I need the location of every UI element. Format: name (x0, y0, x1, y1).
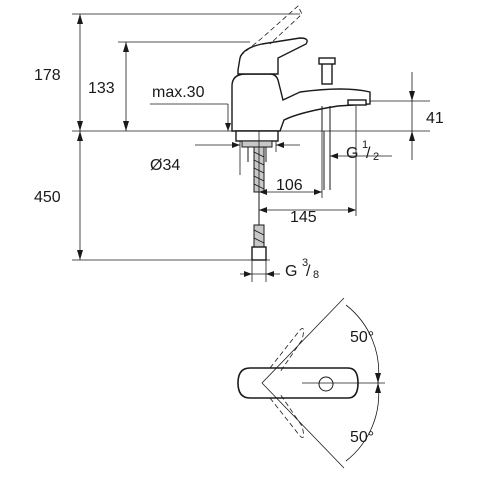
rotation-upper-angle: 50° (350, 329, 374, 346)
dim-lever-height: 133 (88, 80, 115, 97)
dim-hole-diameter: Ø34 (150, 157, 180, 174)
dim-connection-half-den: 2 (373, 151, 379, 163)
dim-overall-height: 178 (34, 67, 61, 84)
fraction-slash: / (306, 263, 311, 280)
dim-max-deck: max.30 (152, 84, 205, 101)
top-view (237, 297, 385, 469)
dim-connection-half-g: G (346, 145, 358, 162)
side-view (72, 5, 430, 282)
dim-spout-offset: 106 (276, 177, 303, 194)
dim-spout-reach: 145 (290, 209, 317, 226)
dim-connection-38-g: G (285, 263, 297, 280)
dim-connection-38-den: 8 (313, 269, 319, 281)
dim-hose-length: 450 (34, 189, 61, 206)
dim-connection-half-num: 1 (362, 139, 368, 151)
fraction-slash: / (366, 145, 371, 162)
dim-connection-38-num: 3 (302, 257, 308, 269)
rotation-lower-angle: 50° (350, 429, 374, 446)
dim-spout-height: 41 (426, 110, 444, 127)
